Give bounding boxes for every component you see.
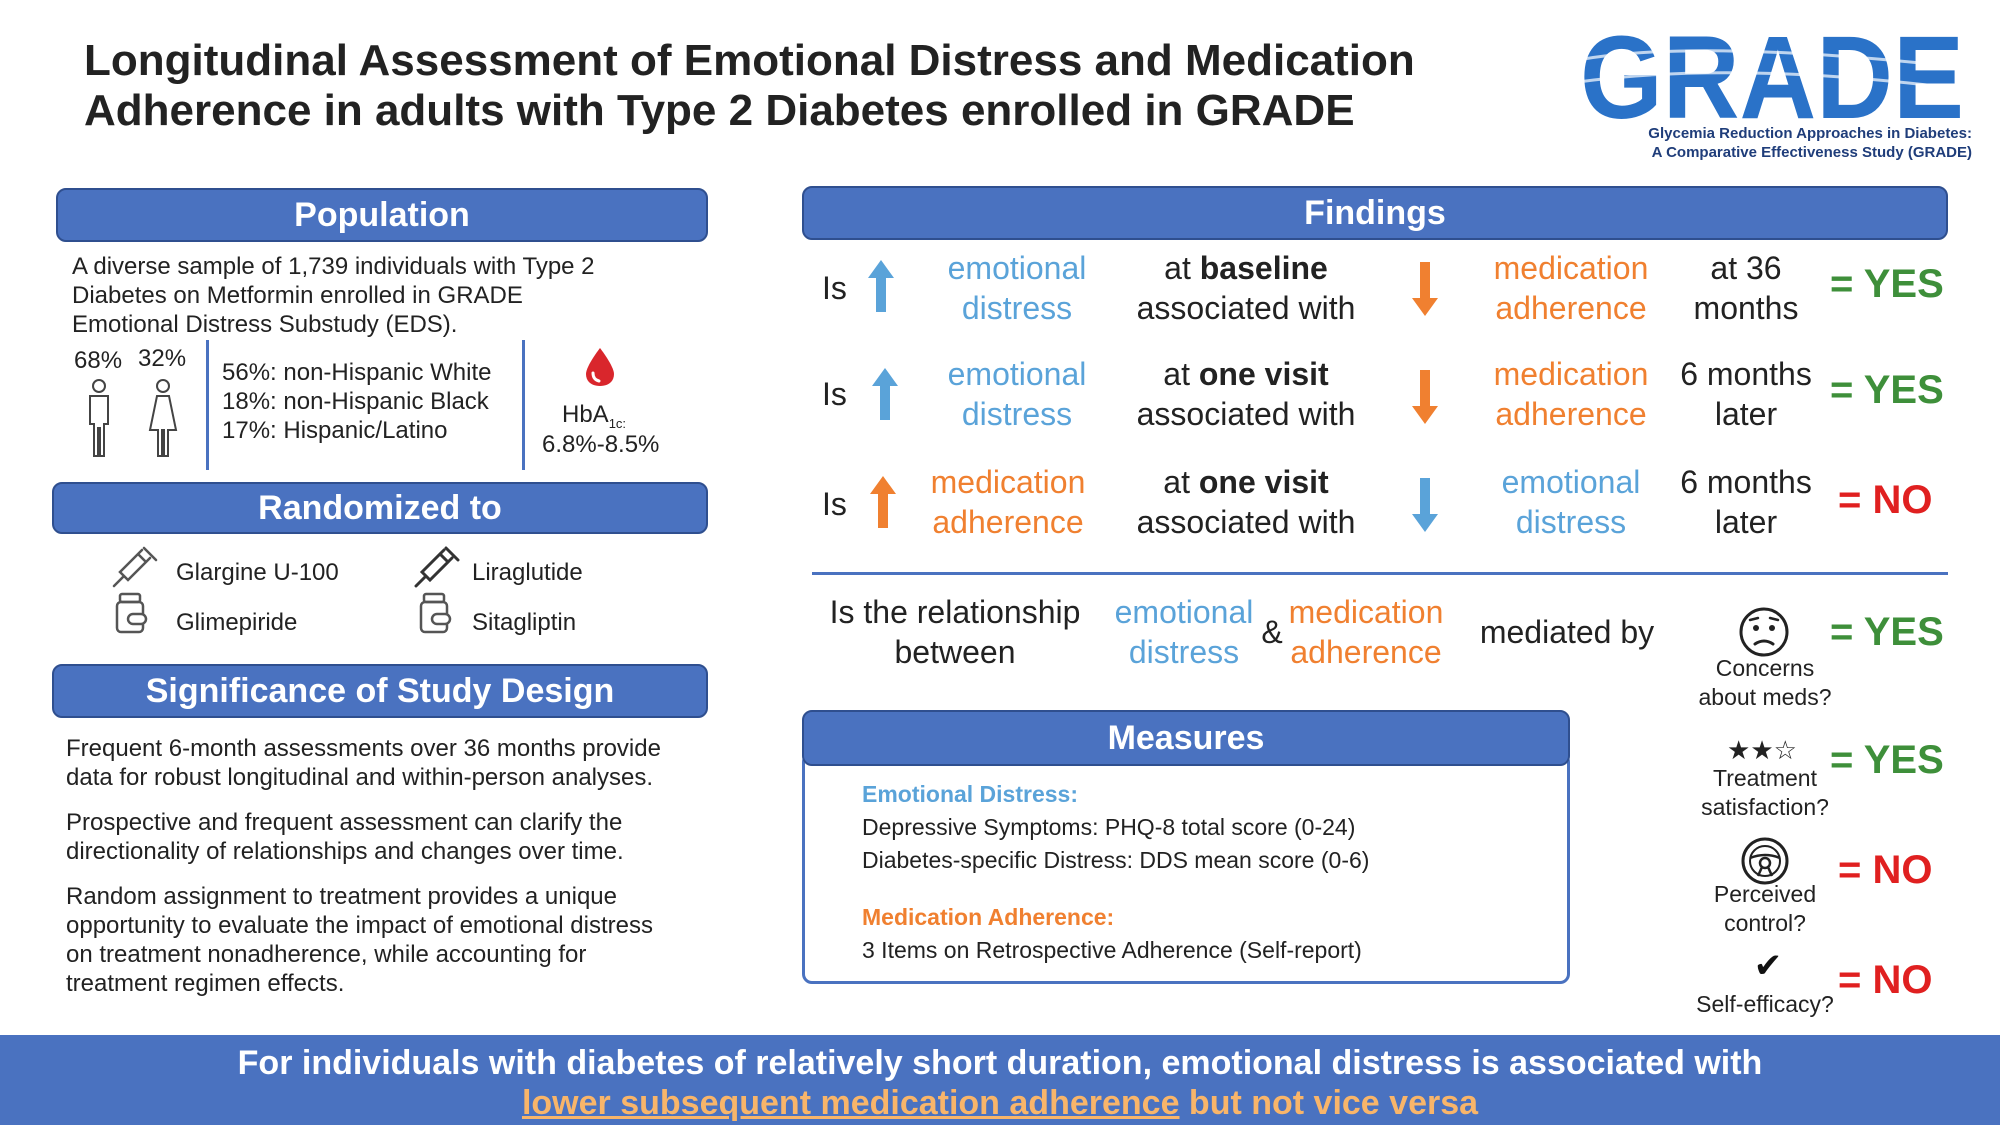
divider <box>206 340 209 470</box>
arrow-down-icon <box>1412 370 1438 424</box>
findings-row-3-outcome: emotional distress <box>1501 464 1641 540</box>
findings-row-2-subject: emotional distress <box>947 356 1087 432</box>
significance-header: Significance of Study Design <box>52 664 708 718</box>
drug-sitagliptin: Sitagliptin <box>472 609 577 636</box>
findings-row-2-time: 6 months later <box>1680 356 1812 432</box>
findings-row-3-timing: at one visit associated with <box>1136 464 1356 540</box>
findings-row-1-subject: emotional distress <box>947 250 1087 326</box>
drug-glimepiride: Glimepiride <box>176 609 298 636</box>
pill-bottle-icon <box>419 592 452 634</box>
star-rating-icon: ★★☆ <box>1727 735 1797 765</box>
findings-row-2-timing: at one visit associated with <box>1136 356 1356 432</box>
mediator-satisfaction-verdict: = YES <box>1830 738 1944 782</box>
male-person-icon <box>89 379 109 457</box>
drug-liraglutide: Liraglutide <box>472 559 583 586</box>
findings-row-2-outcome: medication adherence <box>1493 356 1649 432</box>
female-person-icon <box>148 379 178 457</box>
conclusion-footer: For individuals with diabetes of relativ… <box>0 1035 2000 1125</box>
arrow-up-icon <box>870 476 896 528</box>
mediator-control-verdict: = NO <box>1838 848 1933 892</box>
randomized-header: Randomized to <box>52 482 708 534</box>
findings-row-3-subject: medication adherence <box>930 464 1086 540</box>
findings-separator <box>812 572 1948 575</box>
mediation-medication-adherence: medication adherence <box>1288 594 1444 670</box>
mediator-perceived-control: Perceived control? <box>1713 881 1817 936</box>
syringe-icon <box>414 546 460 588</box>
arrow-up-icon <box>872 368 898 420</box>
checkmark-icon: ✔ <box>1753 947 1783 985</box>
population-description: A diverse sample of 1,739 individuals wi… <box>72 253 595 338</box>
male-percent: 68% <box>74 347 123 374</box>
measures-box <box>802 752 1570 984</box>
ethnicity-list: 56%: non-Hispanic White 18%: non-Hispani… <box>222 359 492 444</box>
worried-face-icon <box>1739 607 1789 657</box>
population-header: Population <box>56 188 708 242</box>
arrow-down-icon <box>1412 478 1438 532</box>
measures-header: Measures <box>802 710 1570 766</box>
steering-wheel-icon <box>1741 837 1789 885</box>
findings-row-1-verdict: = YES <box>1830 262 1944 306</box>
drug-glargine: Glargine U-100 <box>176 559 339 586</box>
findings-row-1-time: at 36 months <box>1693 250 1799 326</box>
mediator-concerns-verdict: = YES <box>1830 610 1944 654</box>
mediation-emotional-distress: emotional distress <box>1114 594 1254 670</box>
pill-bottle-icon <box>115 592 148 634</box>
grade-logo: GRADE <box>1578 20 1968 130</box>
divider <box>522 340 525 470</box>
page-title: Longitudinal Assessment of Emotional Dis… <box>84 36 1415 135</box>
mediation-question: Is the relationship between <box>829 594 1081 670</box>
arrow-down-icon <box>1412 262 1438 316</box>
findings-row-1-timing: at baseline associated with <box>1136 250 1356 326</box>
findings-row-1-outcome: medication adherence <box>1493 250 1649 326</box>
mediation-ampersand: & <box>1261 614 1283 650</box>
measures-text: Emotional Distress: Depressive Symptoms:… <box>862 781 1370 963</box>
mediator-self-efficacy: Self-efficacy? <box>1696 991 1834 1017</box>
findings-row-2-verdict: = YES <box>1830 368 1944 412</box>
hba1c-range: 6.8%-8.5% <box>542 431 660 458</box>
findings-row-1-is: Is <box>822 270 847 306</box>
hba1c-label: HbA1c: <box>562 401 627 431</box>
mediator-concerns: Concerns about meds? <box>1698 655 1832 710</box>
logo-subtitle: Glycemia Reduction Approaches in Diabete… <box>1648 125 1972 161</box>
findings-header: Findings <box>802 186 1948 240</box>
blood-drop-icon <box>586 348 614 386</box>
findings-row-2-is: Is <box>822 376 847 412</box>
syringe-icon <box>112 546 158 588</box>
findings-row-3-is: Is <box>822 486 847 522</box>
mediated-by: mediated by <box>1479 614 1655 650</box>
findings-row-3-verdict: = NO <box>1838 478 1933 522</box>
female-percent: 32% <box>138 345 187 372</box>
significance-text: Frequent 6-month assessments over 36 mon… <box>66 735 661 997</box>
findings-row-3-time: 6 months later <box>1680 464 1812 540</box>
mediator-self-efficacy-verdict: = NO <box>1838 958 1933 1002</box>
arrow-up-icon <box>868 260 894 312</box>
mediator-treatment-satisfaction: Treatment satisfaction? <box>1701 765 1829 820</box>
